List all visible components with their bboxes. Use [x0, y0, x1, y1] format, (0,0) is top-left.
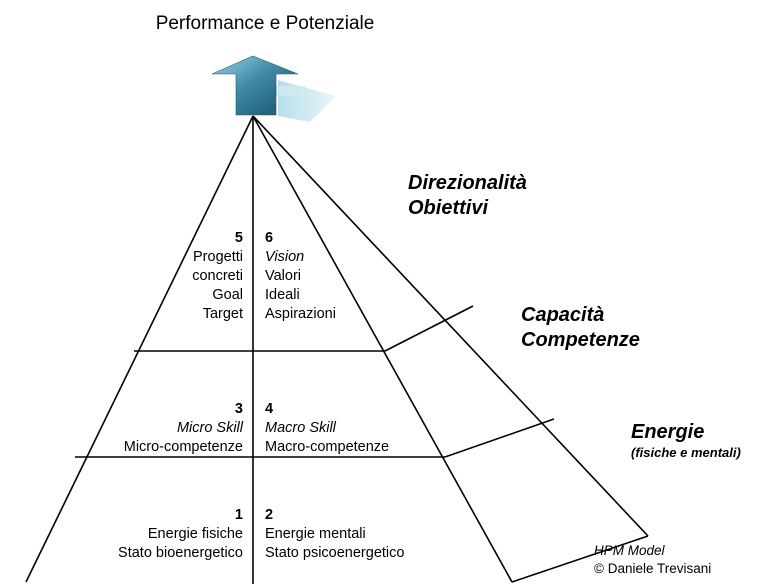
- cell-6-number: 6: [265, 230, 274, 246]
- cell-5: 5 Progetti concreti Goal Target: [192, 229, 243, 324]
- cell-2: 2 Energie mentali Stato psicoenergetico: [265, 506, 404, 563]
- cell-2-line: Energie mentali: [265, 526, 366, 542]
- pyramid-left-edge: [25, 115, 254, 583]
- cell-5-line: Target: [202, 306, 243, 322]
- cell-2-number: 2: [265, 507, 274, 523]
- cell-1-number: 1: [234, 507, 243, 523]
- cell-6-italic-line: Vision: [265, 249, 305, 265]
- cell-5-line: Progetti: [193, 249, 243, 265]
- credit-author: © Daniele Trevisani: [594, 561, 712, 576]
- pyramid-outer-right-edge: [252, 115, 649, 537]
- up-arrow-icon: [211, 55, 336, 122]
- cell-3: 3 Micro Skill Micro-competenze: [124, 400, 243, 457]
- cell-6-line: Ideali: [265, 287, 300, 303]
- cell-1: 1 Energie fisiche Stato bioenergetico: [118, 506, 243, 563]
- side-label-bottom: Energie (fisiche e mentali): [631, 420, 741, 460]
- side-label-top-line: Direzionalità: [408, 172, 527, 194]
- side-label-top-line: Obiettivi: [408, 197, 489, 219]
- cell-5-line: concreti: [192, 268, 243, 284]
- cell-6-line: Aspirazioni: [265, 306, 336, 322]
- credit-block: HPM Model © Daniele Trevisani: [594, 542, 711, 578]
- credit-model: HPM Model: [594, 543, 665, 558]
- side-label-bottom-subtitle: (fisiche e mentali): [631, 445, 741, 460]
- side-connector-base: [511, 535, 649, 583]
- side-label-top: Direzionalità Obiettivi: [408, 171, 527, 221]
- cell-4: 4 Macro Skill Macro-competenze: [265, 400, 389, 457]
- side-connector-upper: [384, 305, 474, 352]
- diagram-title: Performance e Potenziale: [155, 13, 375, 34]
- cell-1-line: Energie fisiche: [147, 526, 243, 542]
- cell-3-italic-line: Micro Skill: [176, 420, 243, 436]
- cell-4-italic-line: Macro Skill: [265, 420, 336, 436]
- cell-5-number: 5: [234, 230, 243, 246]
- side-label-bottom-title: Energie: [631, 421, 705, 443]
- cell-1-line: Stato bioenergetico: [118, 545, 243, 561]
- cell-2-line: Stato psicoenergetico: [265, 545, 405, 561]
- cell-3-number: 3: [234, 401, 243, 417]
- side-connector-lower: [444, 418, 555, 458]
- cell-3-line: Micro-competenze: [123, 439, 243, 455]
- side-label-middle: Capacità Competenze: [521, 303, 640, 353]
- side-label-middle-line: Capacità: [521, 304, 605, 326]
- side-label-middle-line: Competenze: [521, 329, 640, 351]
- pyramid-inner-right-edge: [252, 115, 513, 583]
- cell-6: 6 Vision Valori Ideali Aspirazioni: [265, 229, 336, 324]
- cell-5-line: Goal: [212, 287, 243, 303]
- cell-4-line: Macro-competenze: [265, 439, 390, 455]
- cell-4-number: 4: [265, 401, 274, 417]
- cell-6-line: Valori: [265, 268, 301, 284]
